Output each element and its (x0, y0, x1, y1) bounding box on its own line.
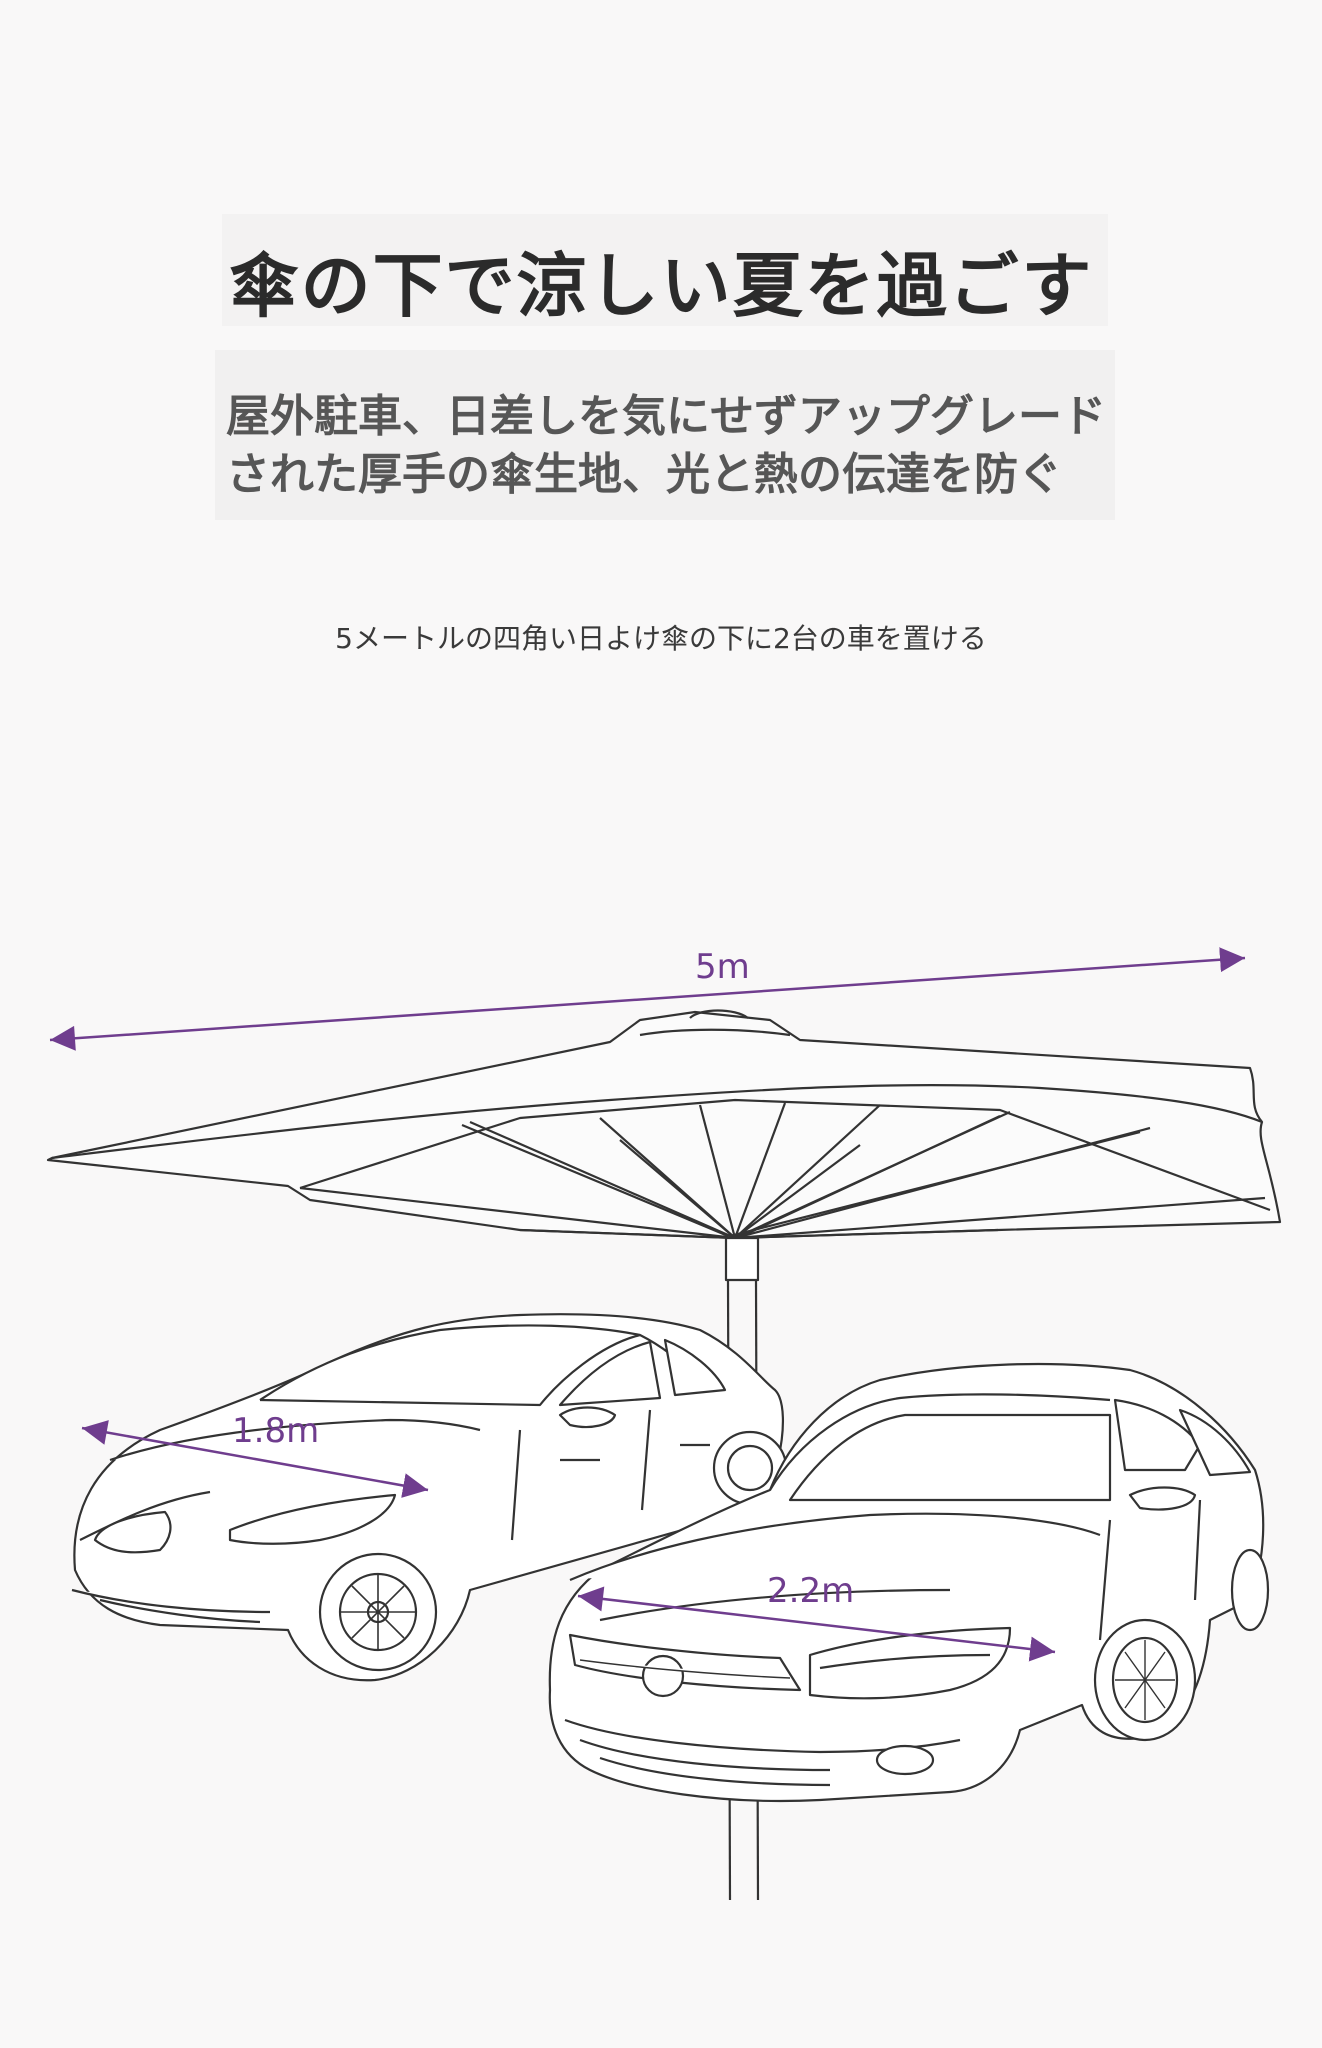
left-car (71, 1313, 788, 1682)
right-car-width-label: 2.2m (767, 1571, 854, 1611)
left-car-width-label: 1.8m (232, 1411, 319, 1451)
subtitle-background (215, 350, 1115, 520)
caption: 5メートルの四角い日よけ傘の下に2台の車を置ける (335, 622, 987, 655)
right-car (548, 1362, 1270, 1803)
subtitle-line-1: 屋外駐車、日差しを気にせずアップグレード (226, 391, 1106, 442)
umbrella-cars-illustration: 5m (46, 947, 1282, 1900)
left-car-width-dimension: 1.8m (81, 1411, 429, 1498)
title-background (222, 214, 1108, 326)
subtitle-line-2: された厚手の傘生地、光と熱の伝達を防ぐ (226, 449, 1062, 500)
subtitle: 屋外駐車、日差しを気にせずアップグレード された厚手の傘生地、光と熱の伝達を防ぐ (226, 388, 1186, 504)
umbrella-width-label: 5m (695, 947, 750, 987)
right-car-width-dimension: 2.2m (577, 1571, 1056, 1662)
umbrella-width-dimension: 5m (49, 947, 1246, 1051)
page-title: 傘の下で涼しい夏を過ごす (228, 245, 1094, 327)
